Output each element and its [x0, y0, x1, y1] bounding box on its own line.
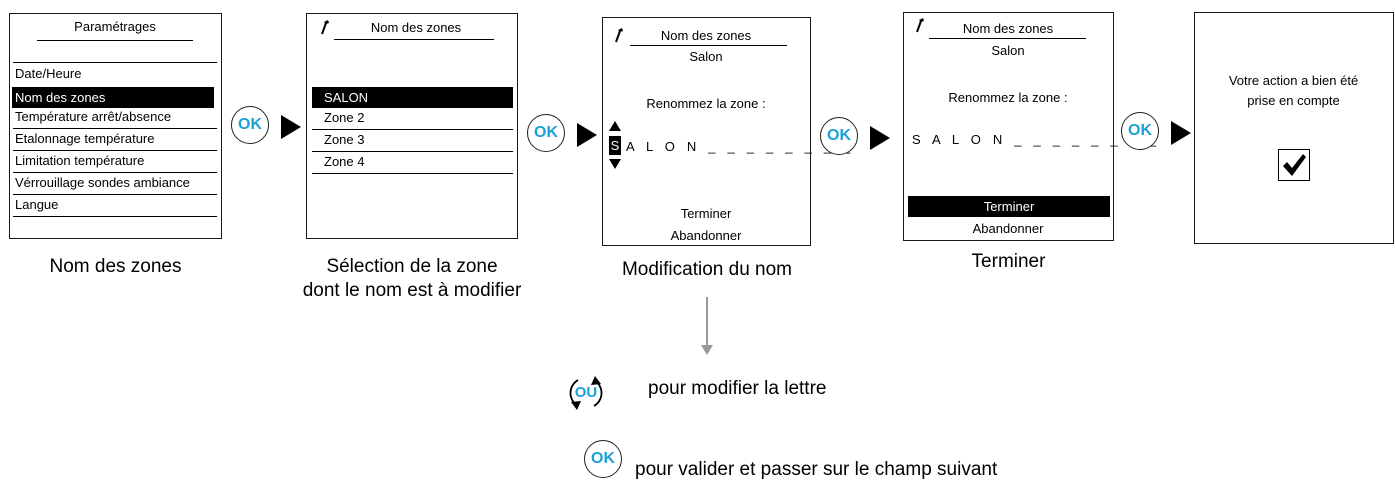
screen-zone-select: Nom des zones SALON Zone 2 Zone 3 Zone 4	[306, 13, 518, 239]
caption-screen4: Terminer	[971, 251, 1046, 272]
menu-item-temperature-arret[interactable]: Température arrêt/absence	[15, 109, 172, 124]
menu-item-verrouillage[interactable]: Vérrouillage sondes ambiance	[15, 175, 190, 190]
divider	[13, 62, 217, 63]
ok-button[interactable]: OK	[1121, 112, 1159, 150]
menu-item-etalonnage[interactable]: Etalonnage température	[15, 131, 155, 146]
title-underline	[630, 45, 787, 46]
cancel-option[interactable]: Abandonner	[972, 221, 1044, 236]
wrench-icon	[615, 28, 623, 43]
wrench-icon	[916, 18, 924, 33]
flow-arrow-line	[706, 297, 708, 347]
divider	[13, 194, 217, 195]
arrow-icon	[1171, 121, 1191, 145]
title-underline	[37, 40, 193, 41]
cancel-option[interactable]: Abandonner	[670, 228, 742, 243]
zone-item-2[interactable]: Zone 2	[324, 110, 365, 125]
name-field[interactable]: S A L O N _ _ _ _ _ _ _ _	[912, 132, 1161, 147]
screen-rename: Nom des zones Salon Renommez la zone : S…	[602, 17, 850, 246]
arrow-icon	[281, 115, 301, 139]
ou-label: OU	[574, 384, 598, 401]
rotate-knob-icon[interactable]: OU	[567, 374, 605, 412]
screen-settings: Paramétrages Date/Heure Nom des zones Te…	[9, 13, 222, 239]
checkmark-icon	[1283, 154, 1306, 176]
divider	[312, 173, 513, 174]
divider	[13, 216, 217, 217]
zone-item-salon[interactable]: SALON	[312, 87, 513, 108]
check-box	[1278, 149, 1310, 181]
caption-screen3: Modification du nom	[621, 259, 793, 280]
zone-name-label: Salon	[991, 43, 1025, 58]
ok-button[interactable]: OK	[584, 440, 622, 478]
caption-screen2-line1: Sélection de la zone	[326, 256, 498, 277]
ok-button[interactable]: OK	[527, 114, 565, 152]
rename-prompt: Renommez la zone :	[646, 96, 766, 111]
caption-screen1: Nom des zones	[49, 256, 182, 277]
legend-rotate-text: pour modifier la lettre	[648, 378, 827, 399]
divider	[312, 129, 513, 130]
title-underline	[334, 39, 494, 40]
finish-option[interactable]: Terminer	[680, 206, 732, 221]
divider	[312, 151, 513, 152]
menu-item-date-heure[interactable]: Date/Heure	[15, 66, 82, 81]
zone-item-4[interactable]: Zone 4	[324, 154, 365, 169]
divider	[13, 172, 217, 173]
letter-cursor[interactable]: S	[609, 136, 621, 155]
ok-button[interactable]: OK	[231, 106, 269, 144]
confirmation-message-line2: prise en compte	[1247, 93, 1340, 108]
rename-prompt: Renommez la zone :	[948, 90, 1068, 105]
screen-title: Nom des zones	[660, 28, 752, 43]
up-down-arrows-icon	[609, 121, 621, 169]
name-field[interactable]: A L O N _ _ _ _ _ _ _ _	[626, 139, 855, 154]
menu-item-langue[interactable]: Langue	[15, 197, 59, 212]
divider	[13, 128, 217, 129]
confirmation-message-line1: Votre action a bien été	[1228, 73, 1359, 88]
zone-item-3[interactable]: Zone 3	[324, 132, 365, 147]
finish-option[interactable]: Terminer	[908, 196, 1110, 217]
arrow-icon	[577, 123, 597, 147]
screen-finish: Nom des zones Salon Renommez la zone : S…	[903, 12, 1156, 241]
title-underline	[929, 38, 1086, 39]
zone-name-label: Salon	[689, 49, 723, 64]
caption-screen2-line2: dont le nom est à modifier	[302, 280, 522, 301]
flow-arrow-head	[701, 345, 713, 355]
screen-title: Nom des zones	[370, 20, 462, 35]
menu-item-limitation[interactable]: Limitation température	[15, 153, 145, 168]
arrow-icon	[870, 126, 890, 150]
divider	[13, 150, 217, 151]
screen-confirmation: Votre action a bien été prise en compte	[1194, 12, 1394, 244]
legend-ok-text: pour valider et passer sur le champ suiv…	[635, 459, 998, 480]
wrench-icon	[321, 20, 329, 35]
ok-button[interactable]: OK	[820, 117, 858, 155]
screen-title: Paramétrages	[74, 19, 156, 34]
screen-title: Nom des zones	[962, 21, 1054, 36]
menu-item-nom-des-zones[interactable]: Nom des zones	[12, 87, 214, 108]
